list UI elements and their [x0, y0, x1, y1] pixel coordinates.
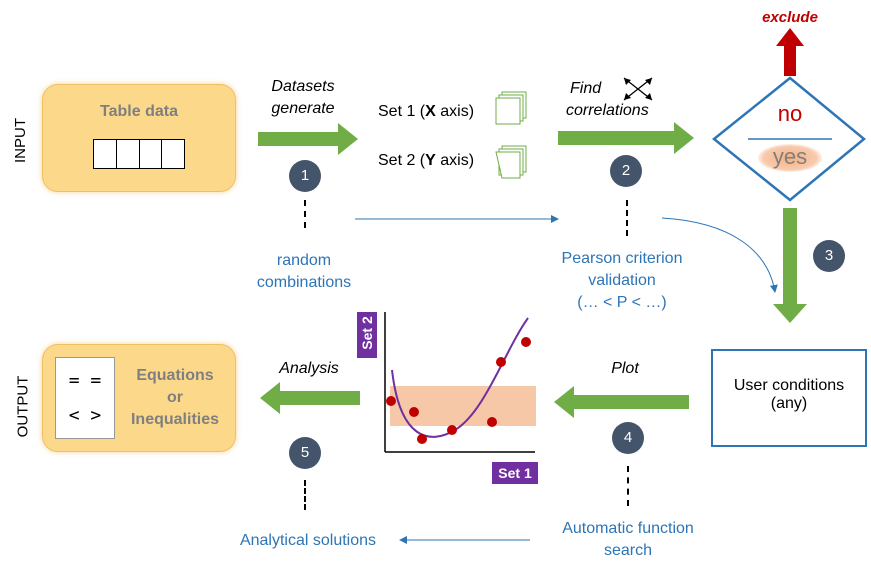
output-box: = = < > Equations or Inequalities [42, 344, 236, 452]
step-4-circle: 4 [612, 422, 644, 454]
arrow-plot [554, 386, 689, 418]
step-2-circle: 2 [610, 155, 642, 187]
plot-y-axis-label: Set 2 [357, 312, 377, 358]
step-2-dash [626, 200, 628, 236]
set1-label: Set 1 (X axis) [378, 103, 475, 120]
step-1-circle: 1 [289, 160, 321, 192]
find-correlations-label: Find correlations [566, 80, 649, 119]
plot-point [521, 337, 531, 347]
equations-inequalities-label: Equations or Inequalities [130, 367, 220, 428]
pearson-criterion-label: Pearson criterion validation (… < P < …) [561, 250, 683, 311]
arrow-datasets-generate [258, 123, 358, 155]
table-data-box: Table data [42, 84, 236, 192]
plot-point [447, 425, 457, 435]
decision-diamond [712, 76, 866, 202]
step-4-dash [627, 466, 629, 506]
plot-x-axis-label: Set 1 [492, 462, 538, 484]
analytical-solutions-label: Analytical solutions [239, 532, 377, 549]
symbols-panel: = = < > [55, 357, 115, 439]
decision-no: no [777, 101, 803, 126]
set1-document-icon [495, 91, 527, 125]
table-grid-icon [93, 139, 185, 169]
datasets-generate-label: Datasets generate [271, 78, 335, 117]
user-conditions-box: User conditions (any) [711, 349, 867, 447]
step-5-circle: 5 [289, 437, 321, 469]
set2-label: Set 2 (Y axis) [378, 152, 475, 169]
plot-label: Plot [611, 360, 639, 377]
step-5-dash [304, 480, 306, 510]
analysis-label: Analysis [279, 360, 339, 377]
cross-arrows-icon [623, 77, 653, 101]
plot-point [496, 357, 506, 367]
decision-yes: yes [772, 144, 808, 169]
pearson-to-user-curve [661, 217, 778, 293]
exclude-label: exclude [762, 9, 818, 26]
step-3-circle: 3 [813, 240, 845, 272]
exclude-arrow [776, 28, 804, 76]
arrow-find-correlations [558, 122, 694, 154]
plot-point [417, 434, 427, 444]
arrow-analysis [260, 382, 360, 414]
automatic-function-search-label: Automatic function search [562, 520, 694, 559]
step-1-dash [304, 200, 306, 228]
scatter-plot [384, 312, 536, 453]
plot-band [390, 386, 536, 426]
set2-document-icon [495, 145, 527, 179]
plot-point [386, 396, 396, 406]
arrow-to-user-conditions [773, 208, 807, 323]
plot-point [409, 407, 419, 417]
plot-point [487, 417, 497, 427]
table-data-title: Table data [100, 103, 178, 120]
random-combinations-label: random combinations [256, 252, 352, 291]
